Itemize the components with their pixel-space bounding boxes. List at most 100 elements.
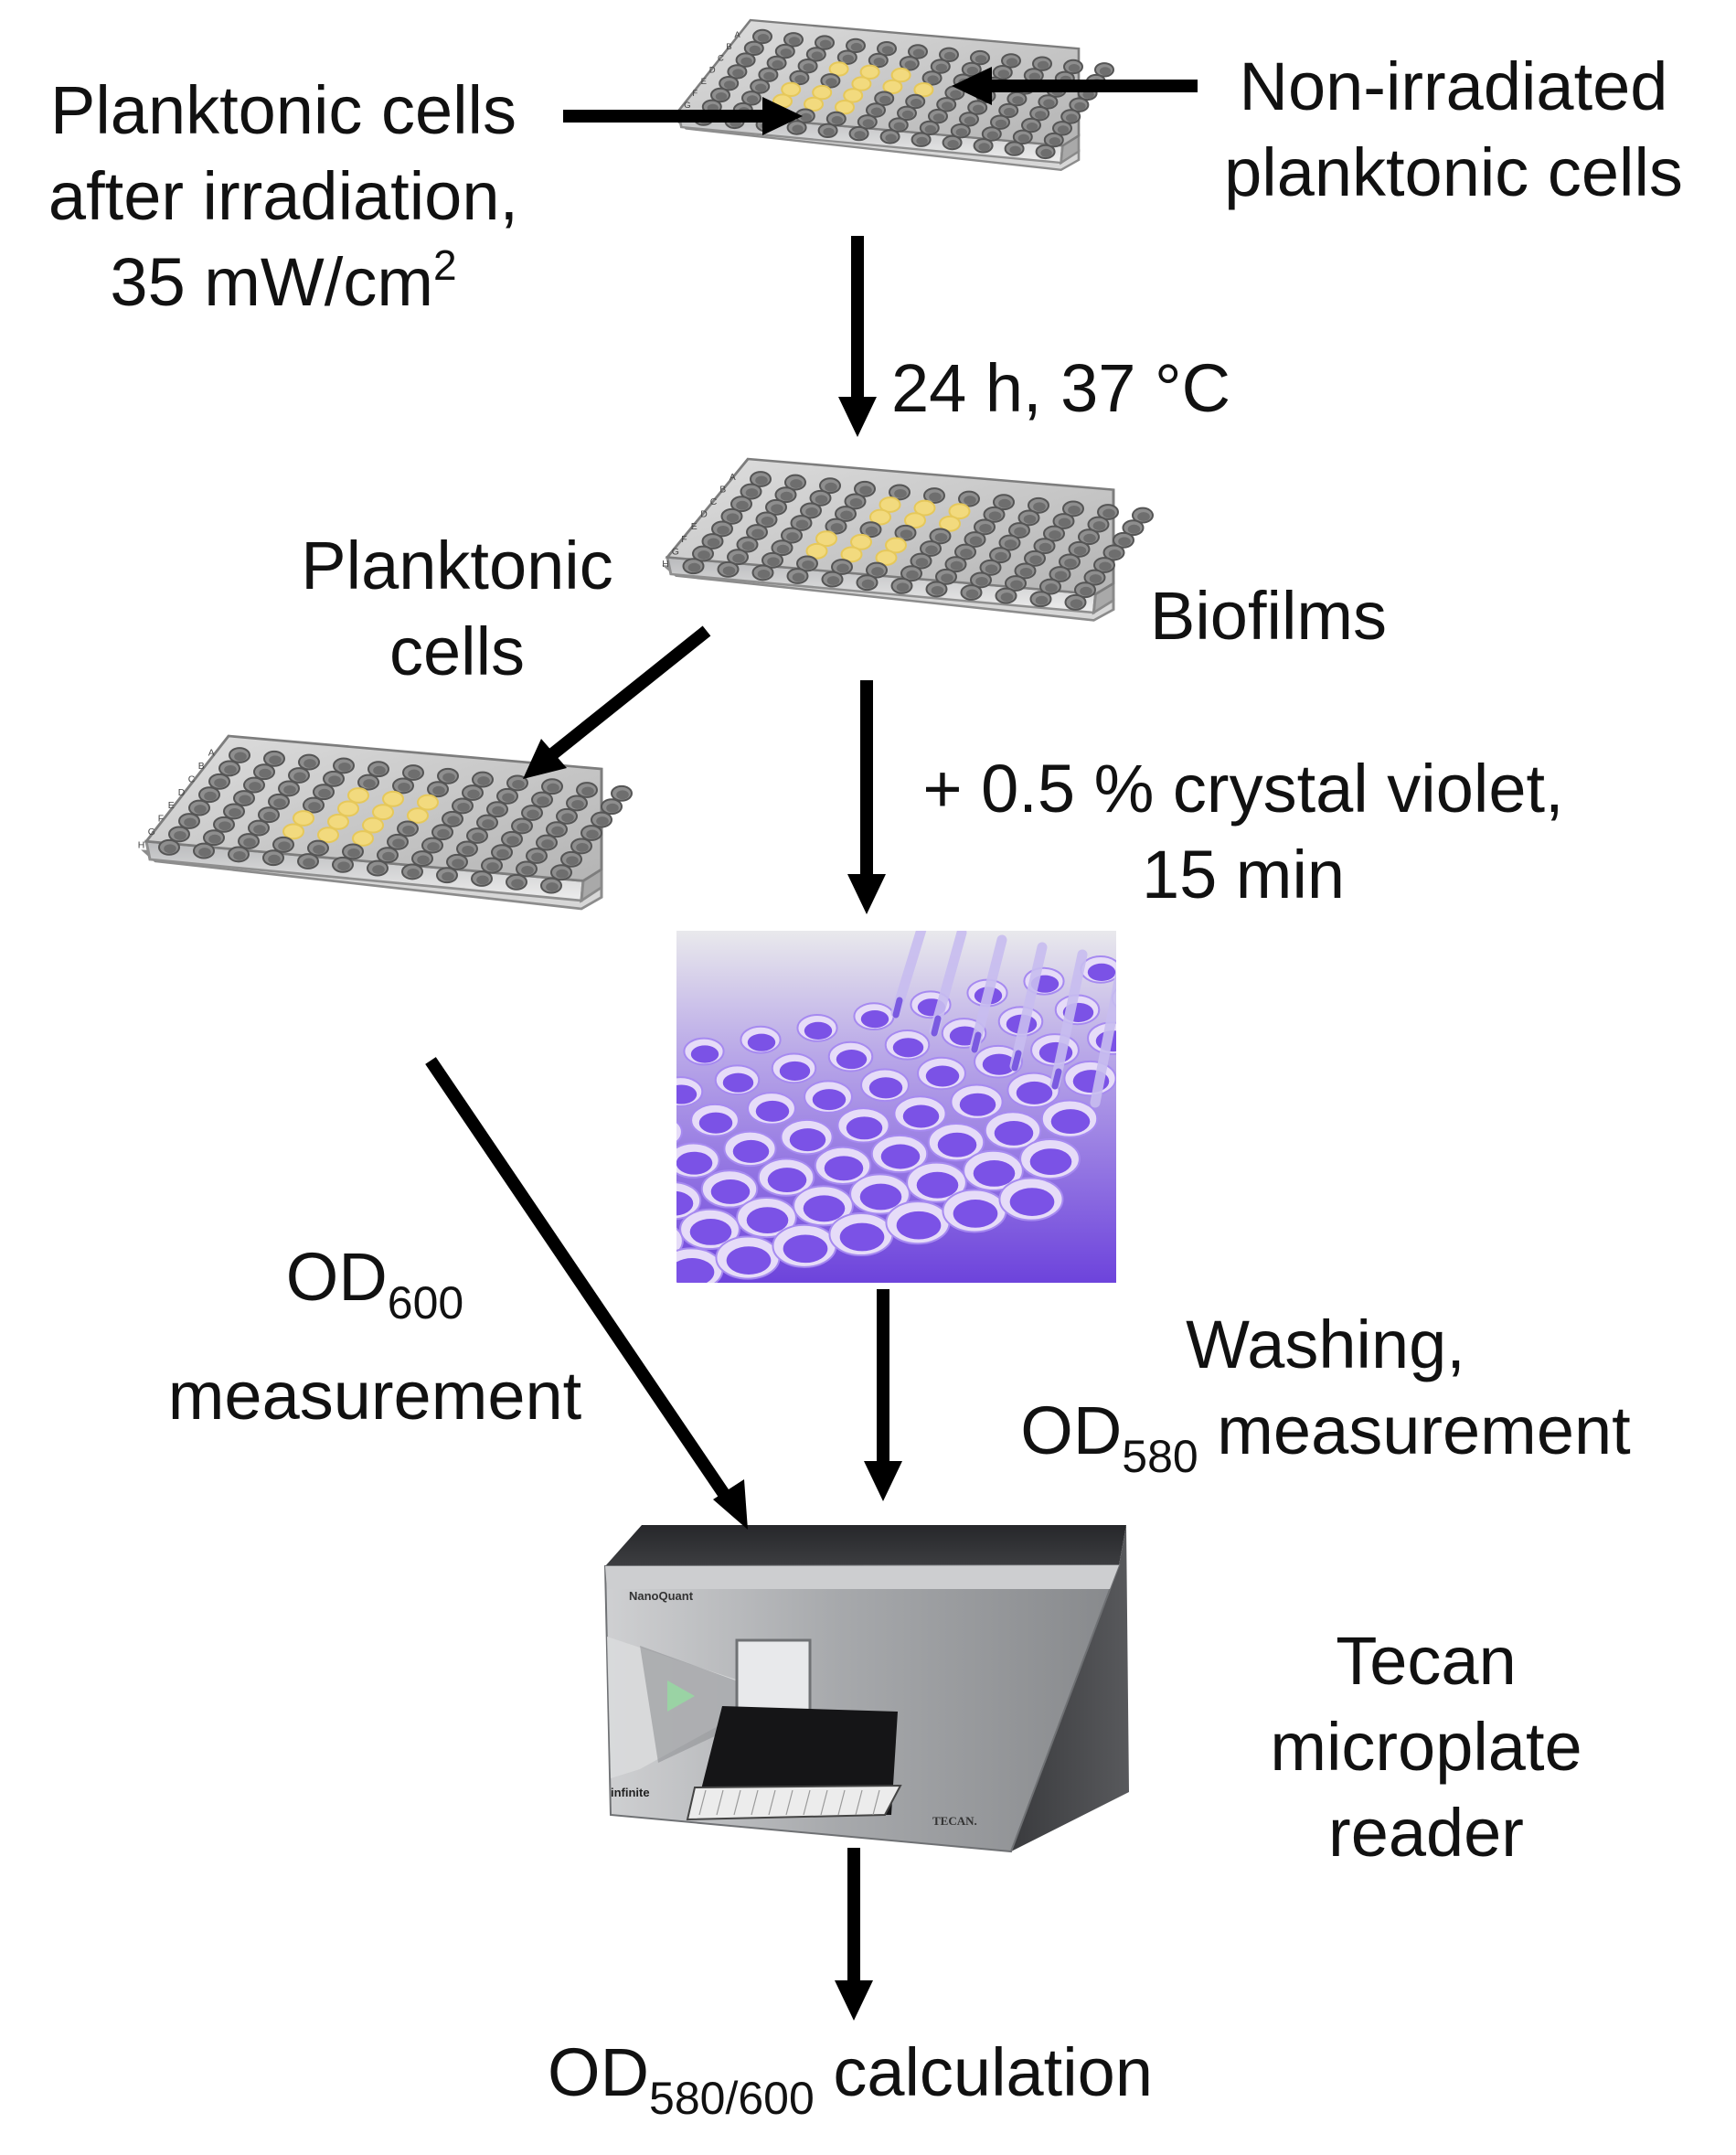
plate-row-letter: E	[701, 77, 707, 87]
well-inner	[965, 589, 979, 599]
well-inner	[861, 579, 875, 589]
well-inner	[437, 828, 450, 838]
tray-grid-line	[751, 1789, 759, 1816]
cv-well-liquid	[676, 1258, 715, 1283]
well-inner	[916, 136, 928, 145]
well-inner	[1089, 574, 1102, 584]
well-inner	[576, 842, 589, 852]
well-inner	[776, 544, 790, 554]
well-inner	[915, 558, 929, 568]
well-inner	[885, 133, 897, 143]
arrow-washing	[864, 1289, 902, 1501]
well-inner	[174, 830, 186, 840]
well-inner	[1038, 542, 1052, 552]
well-inner	[934, 532, 948, 542]
cv-well-liquid	[953, 1200, 998, 1228]
label-planktonic-after-irradiation: Planktonic cells after irradiation, 35 m…	[48, 72, 519, 320]
well-inner	[402, 825, 415, 835]
plate-row-letter: C	[710, 497, 718, 507]
plate-row-letter: F	[692, 89, 698, 99]
well-inner	[964, 116, 976, 125]
well-inner	[973, 104, 985, 113]
well-inner	[476, 875, 489, 885]
cv-well-liquid	[839, 1222, 885, 1252]
well-inner	[786, 532, 799, 542]
well-inner	[896, 582, 910, 592]
well-inner	[208, 834, 221, 844]
well-inner	[960, 549, 973, 559]
label-non-irradiated: Non-irradiated planktonic cells	[1224, 48, 1683, 210]
well-inner	[1026, 123, 1038, 131]
tray-grid-line	[785, 1789, 793, 1816]
label-incubation: 24 h, 37 °C	[891, 350, 1231, 426]
tray-grid-line	[768, 1789, 776, 1816]
well-inner	[1049, 137, 1061, 146]
well-sample	[812, 84, 833, 101]
well-inner	[318, 788, 331, 798]
well-inner	[1099, 67, 1112, 76]
well-inner	[724, 80, 736, 90]
well-inner	[755, 83, 767, 92]
well-inner	[792, 124, 804, 133]
cv-well-liquid	[836, 1050, 868, 1070]
well-inner	[741, 541, 755, 551]
cv-well-liquid	[1016, 1081, 1053, 1104]
well-inner	[780, 491, 793, 501]
well-inner	[293, 772, 306, 782]
well-inner	[1070, 599, 1083, 609]
well-inner	[1004, 107, 1016, 116]
well-inner	[751, 528, 764, 539]
well-inner	[304, 759, 316, 769]
well-inner	[941, 573, 953, 583]
well-inner	[1066, 113, 1078, 123]
plate-row-letter: G	[684, 101, 690, 111]
plate-row-letter: F	[681, 535, 687, 545]
well-inner	[1023, 514, 1037, 524]
well-inner	[988, 511, 1002, 521]
well-inner	[904, 60, 916, 69]
cv-well	[1111, 988, 1116, 1008]
well-inner	[1082, 90, 1094, 99]
well-inner	[726, 513, 740, 523]
plate-row-letter: D	[709, 65, 716, 75]
well-inner	[800, 112, 812, 122]
cv-well-liquid	[959, 1093, 996, 1116]
well-inner	[924, 124, 936, 133]
well-inner	[955, 128, 968, 137]
well-inner	[269, 755, 282, 765]
well-inner	[901, 110, 914, 119]
cv-well-liquid	[676, 1151, 713, 1175]
well-inner	[527, 809, 539, 819]
well-inner	[840, 510, 853, 520]
well-sample	[293, 810, 314, 827]
cv-well	[611, 1155, 662, 1189]
well-inner	[1006, 58, 1018, 67]
arrow-to-planktonic-plate	[523, 625, 711, 779]
well-inner	[408, 769, 421, 779]
well-inner	[732, 553, 745, 563]
plate-row-letter: E	[168, 801, 175, 811]
arrow-calculation	[835, 1848, 873, 2021]
cv-well-liquid	[698, 1112, 733, 1134]
well-inner	[521, 865, 534, 875]
well-inner	[198, 848, 211, 858]
well-inner	[547, 783, 559, 793]
well-inner	[942, 101, 953, 111]
well-inner	[467, 789, 480, 799]
well-sample	[382, 790, 404, 807]
well-inner	[537, 796, 549, 806]
well-inner	[234, 752, 247, 762]
plate-row-letter: A	[734, 30, 740, 40]
well-sample	[879, 496, 901, 513]
well-inner	[927, 75, 939, 84]
well-inner	[767, 557, 780, 567]
tray-grid-line	[855, 1789, 863, 1816]
cv-well-liquid	[634, 1231, 676, 1257]
well-inner	[1014, 527, 1027, 537]
plate-row-letter: G	[148, 827, 155, 837]
label-reader: Tecan microplate reader	[1270, 1623, 1582, 1871]
cv-well	[676, 1120, 683, 1144]
cv-well-liquid	[896, 1211, 942, 1240]
cv-well	[1137, 944, 1177, 971]
